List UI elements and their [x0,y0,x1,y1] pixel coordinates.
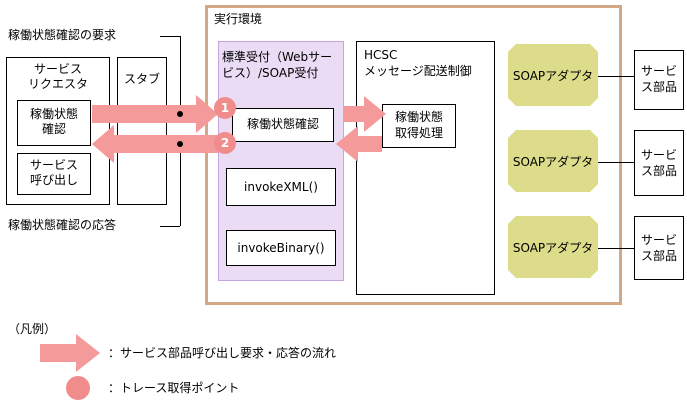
legend-arrow [40,334,100,372]
request-arrow-hcsc [344,96,386,132]
response-arrow-hcsc [336,126,382,162]
trace-point-label: 2 [220,136,230,150]
acquire-status-label-1: 稼働状態 [394,110,443,124]
response-leader-h [160,226,180,227]
stub-label: スタブ [123,72,160,86]
service-component-label-1: サービ [640,233,677,247]
service-component-label-1: サービ [640,148,677,162]
trace-point-1: 1 [214,97,236,119]
receiver-status-check-label: 稼働状態確認 [246,117,319,131]
service-requester-title-1: サービス [33,62,82,76]
invoke-binary-box: invokeBinary() [226,230,336,266]
service-requester-title-2: リクエスタ [27,77,88,91]
invoke-xml-box: invokeXML() [226,168,336,206]
request-leader-dot [177,111,183,117]
hcsc-title-2: メッセージ配送制御 [364,64,472,78]
service-component-label-2: ス部品 [640,249,677,263]
receiver-title-1: 標準受付（Webサー [222,50,333,64]
acquire-status-label-2: 取得処理 [394,126,443,140]
invoke-binary-label: invokeBinary() [237,241,325,255]
service-call-label-1: サービス [29,158,78,172]
trace-point-2: 2 [214,132,236,154]
client-status-check-box: 稼働状態 確認 [17,100,91,146]
client-status-check-label-1: 稼働状態 [29,107,78,121]
legend-arrow-description: ：サービス部品呼び出し要求・応答の流れ [108,346,337,360]
receiver-title-2: ビス）/SOAP受付 [222,66,319,80]
response-arrow [92,125,218,163]
soap-adapter-2: SOAPアダプタ [508,130,598,192]
response-annotation: 稼働状態確認の応答 [8,218,117,232]
request-leader-h [160,36,180,37]
adapter-connector-2 [598,162,634,163]
request-arrow [92,95,218,133]
trace-point-label: 1 [220,101,230,115]
service-component-label-2: ス部品 [640,80,677,94]
service-component-2: サービ ス部品 [634,130,684,196]
receiver-status-check-box: 稼働状態確認 [232,108,334,142]
invoke-xml-label: invokeXML() [244,180,318,194]
service-component-3: サービ ス部品 [634,216,684,280]
soap-adapter-label: SOAPアダプタ [512,240,594,255]
response-leader-dot [177,141,183,147]
adapter-connector-1 [598,76,634,77]
acquire-status-box: 稼働状態 取得処理 [382,104,456,148]
service-call-label-2: 呼び出し [29,173,78,187]
execution-environment-label: 実行環境 [214,12,263,26]
soap-adapter-label: SOAPアダプタ [512,68,594,83]
response-leader-v [180,142,181,226]
hcsc-title-1: HCSC [364,48,398,62]
legend-circle-description: ：トレース取得ポイント [108,381,240,395]
legend-trace-point-circle [66,376,90,400]
soap-adapter-1: SOAPアダプタ [508,44,598,106]
service-component-label-2: ス部品 [640,164,677,178]
legend-title: （凡例） [8,322,57,336]
service-call-box: サービス 呼び出し [17,153,91,195]
request-leader-v [180,36,181,116]
soap-adapter-3: SOAPアダプタ [508,216,598,278]
service-component-1: サービ ス部品 [634,50,684,110]
soap-adapter-label: SOAPアダプタ [512,154,594,169]
request-annotation: 稼働状態確認の要求 [8,28,117,42]
hcsc-block: HCSC メッセージ配送制御 [356,41,495,295]
client-status-check-label-2: 確認 [41,122,66,136]
stub-block: スタブ [117,57,167,205]
service-component-label-1: サービ [640,64,677,78]
adapter-connector-3 [598,248,634,249]
